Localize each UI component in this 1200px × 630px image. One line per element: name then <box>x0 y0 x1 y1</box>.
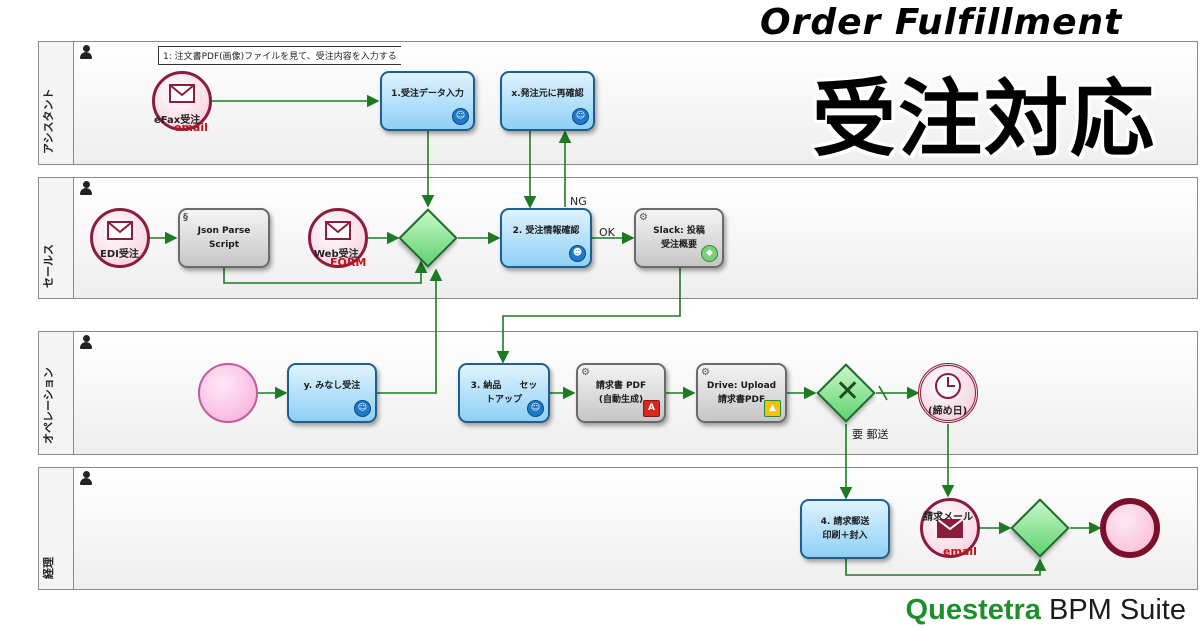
flow-t4-to-gw3 <box>845 558 1047 576</box>
clock-icon <box>935 373 961 399</box>
title-japanese: 受注対応 <box>812 69 1157 168</box>
mail-throw-event[interactable] <box>920 498 980 558</box>
task-label: トアップ <box>485 395 522 405</box>
web-sublabel: FORM <box>330 256 367 269</box>
user-task-icon: ☺ <box>354 400 371 417</box>
gear-icon: ⚙ <box>581 367 590 378</box>
default-flow-slash <box>878 385 888 401</box>
gateway-x-icon: ✕ <box>835 374 861 409</box>
task-order-check[interactable]: 2. 受注情報確認 ☻ <box>500 208 592 268</box>
task-invoice-mail[interactable]: 4. 請求郵送 印刷＋封入 <box>800 499 890 559</box>
mail-label: 請求メール <box>923 512 973 523</box>
task-label: Slack: 投稿 <box>653 226 705 236</box>
task-delivery-setup[interactable]: 3. 納品 セッ トアップ ☺ <box>458 363 550 423</box>
brand-logo: Questetra BPM Suite <box>906 594 1186 627</box>
timer-label: (締め日) <box>928 406 968 417</box>
timer-event[interactable] <box>918 363 978 423</box>
google-drive-icon: ▲ <box>764 400 781 417</box>
task-label: y. みなし受注 <box>303 381 361 391</box>
title-english: Order Fulfillment <box>760 2 1123 43</box>
script-icon: § <box>183 212 188 223</box>
web-label: Web受注 <box>314 249 359 260</box>
flow-label-ng: NG <box>570 195 587 208</box>
task-json-parse[interactable]: § Json Parse Script <box>178 208 270 268</box>
edi-label: EDI受注 <box>100 249 139 260</box>
task-label: 受注概要 <box>660 240 697 250</box>
task-label: (自動生成) <box>598 395 644 405</box>
pdf-icon: A <box>643 400 660 417</box>
slack-icon: ◆ <box>701 245 718 262</box>
task-label: 4. 請求郵送 <box>820 517 870 527</box>
person-icon <box>79 471 93 487</box>
mail-sublabel: email <box>943 545 977 558</box>
annotation: 1: 注文書PDF(画像)ファイルを見て、受注内容を入力する <box>158 46 401 65</box>
task-label: 請求書PDF <box>717 395 766 405</box>
multi-user-task-icon: ☻ <box>569 245 586 262</box>
envelope-icon <box>107 221 133 240</box>
task-label: 1.受注データ入力 <box>391 89 464 99</box>
web-start-event[interactable] <box>308 208 368 268</box>
task-slack-post[interactable]: ⚙ Slack: 投稿 受注概要 ◆ <box>634 208 724 268</box>
task-label: 印刷＋封入 <box>822 531 868 541</box>
user-task-icon: ☺ <box>572 108 589 125</box>
lane-header: オペレーション <box>39 332 74 454</box>
lane-header: アシスタント <box>39 42 74 164</box>
flow-slack-to-t3 <box>496 268 681 364</box>
lane-header: セールス <box>39 178 74 298</box>
manual-start-event[interactable] <box>198 363 258 423</box>
task-label: 3. 納品 セッ <box>470 381 538 391</box>
edi-start-event[interactable] <box>90 208 150 268</box>
envelope-icon <box>937 519 963 538</box>
efax-sublabel: email <box>174 121 208 134</box>
gear-icon: ⚙ <box>701 367 710 378</box>
task-order-data-entry[interactable]: 1.受注データ入力 ☺ <box>380 71 475 131</box>
task-drive-upload[interactable]: ⚙ Drive: Upload 請求書PDF ▲ <box>696 363 787 423</box>
flow-label-postal: 要 郵送 <box>852 428 889 441</box>
gear-icon: ⚙ <box>639 212 648 223</box>
task-reconfirm[interactable]: x.発注元に再確認 ☺ <box>500 71 595 131</box>
person-icon <box>79 335 93 351</box>
efax-start-event[interactable] <box>152 71 212 131</box>
task-label: x.発注元に再確認 <box>511 89 584 99</box>
person-icon <box>79 45 93 61</box>
end-event[interactable] <box>1100 498 1160 558</box>
task-label: Drive: Upload <box>706 381 777 391</box>
task-invoice-pdf[interactable]: ⚙ 請求書 PDF (自動生成) A <box>576 363 666 423</box>
task-label: 2. 受注情報確認 <box>512 226 580 236</box>
task-label: Json Parse <box>197 226 251 236</box>
task-label: Script <box>208 240 240 250</box>
envelope-icon <box>325 221 351 240</box>
task-deemed-order[interactable]: y. みなし受注 ☺ <box>287 363 377 423</box>
efax-label: eFax受注 <box>154 115 201 126</box>
lane-header: 経理 <box>39 468 74 589</box>
flow-json-to-gw1 <box>223 260 428 284</box>
person-icon <box>79 181 93 197</box>
flow-ty-to-gw1 <box>376 268 443 394</box>
brand-name: Questetra <box>905 594 1041 626</box>
flow-label-ok: OK <box>599 226 615 239</box>
task-label: 請求書 PDF <box>595 381 647 391</box>
user-task-icon: ☺ <box>452 108 469 125</box>
envelope-icon <box>169 84 195 103</box>
brand-suffix: BPM Suite <box>1040 594 1186 626</box>
user-task-icon: ☺ <box>527 400 544 417</box>
